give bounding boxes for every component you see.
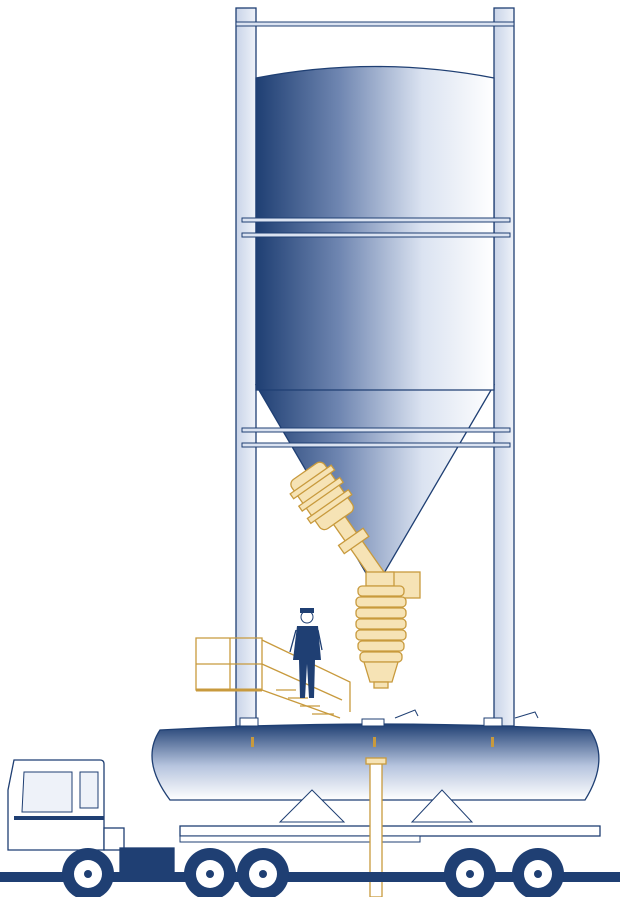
wheel-front [62,848,114,897]
frame-crossbar-1 [241,427,511,433]
silo-cylinder [255,65,495,391]
discharger-assembly [289,461,421,689]
silo-ring-2 [241,232,511,238]
wheel-5 [512,848,564,897]
wheel-2 [184,848,236,897]
flexible-bellows [355,585,407,689]
silo-vessel [241,65,511,581]
wheel-3 [237,848,289,897]
wheels [62,848,564,897]
silo-ring-1 [241,217,511,223]
truck-cab [0,759,620,882]
left-leg [235,7,257,727]
stair-stringer [261,689,341,719]
loading-pipe [365,757,387,897]
silo-frame [235,7,515,727]
operator-figure [289,608,323,698]
right-leg [493,7,515,727]
wheel-4 [444,848,496,897]
frame-crossbar-2 [241,442,511,448]
top-crossbar [235,21,515,27]
access-platform [195,637,351,719]
